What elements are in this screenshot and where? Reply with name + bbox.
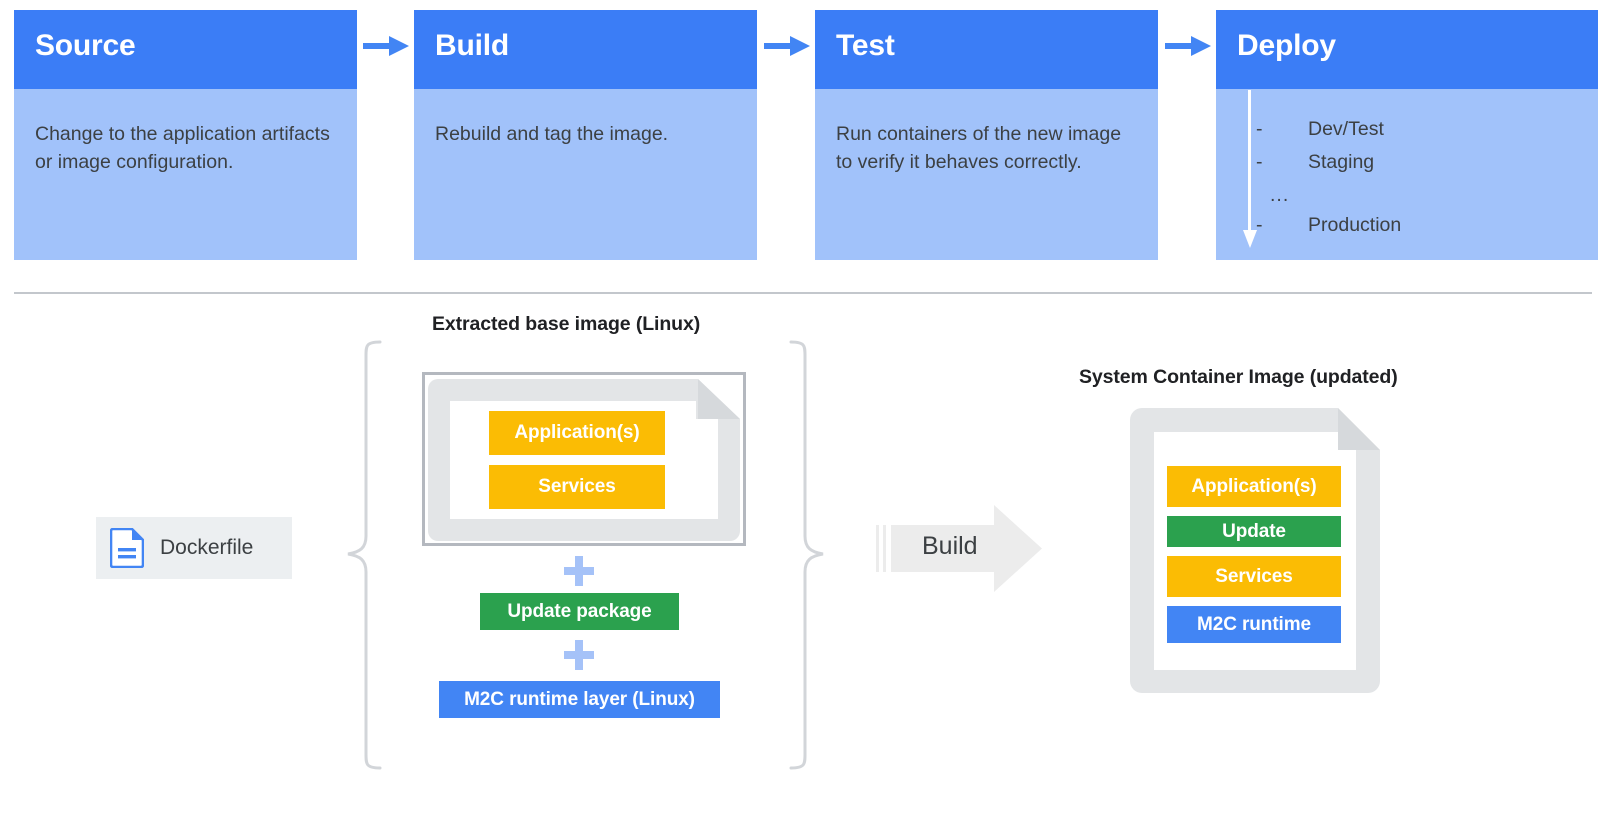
stage-header-build [414,10,757,89]
layer-application: Application(s) [489,411,665,455]
stage-title-source: Source [35,29,136,62]
list-item-label: Production [1308,214,1402,236]
result-layer-update: Update [1167,516,1341,547]
list-bullet: - [1256,151,1263,173]
list-bullet: - [1256,214,1263,236]
stage-header-source [14,10,357,89]
system-container-image-document-icon [1130,408,1380,693]
stage-card-test[interactable]: Test Run containers of the new image to … [815,10,1158,260]
section-divider [14,292,1592,294]
stage-title-deploy: Deploy [1237,29,1336,62]
layer-update-package: Update package [480,593,679,630]
stage-header-deploy [1216,10,1598,89]
list-item: - Production [1256,214,1402,249]
result-layer-services: Services [1167,556,1341,597]
stage-card-build[interactable]: Build Rebuild and tag the image. [414,10,757,260]
deploy-environment-list: - Dev/Test - Staging ... - Production [1256,118,1402,249]
arrow-right-icon [764,34,810,58]
arrow-right-icon [1165,34,1211,58]
stage-card-deploy[interactable]: Deploy - Dev/Test - Staging ... - Produc… [1216,10,1598,260]
list-item: - Staging [1256,151,1401,186]
stage-body-test: Run containers of the new image to verif… [836,123,1122,173]
arrow-right-block-icon [876,505,1042,592]
plus-icon [564,556,594,586]
base-image-selection-rect [422,372,746,546]
layer-m2c-runtime: M2C runtime layer (Linux) [439,681,720,718]
stage-title-build: Build [435,29,509,62]
caption-system-container-image: System Container Image (updated) [1079,366,1398,388]
result-layer-m2c-runtime: M2C runtime [1167,606,1341,643]
group-brace-left [346,340,382,775]
arrow-right-icon [363,34,409,58]
document-icon [109,527,145,569]
plus-icon [564,640,594,670]
list-item-label: Staging [1308,151,1375,173]
stage-card-source[interactable]: Source Change to the application artifac… [14,10,357,260]
stage-header-test [815,10,1158,89]
dockerfile-label: Dockerfile [160,536,254,559]
base-image-document-icon [428,379,740,541]
stage-body-build: Rebuild and tag the image. [435,123,669,145]
group-brace-right [789,340,825,775]
dockerfile-chip[interactable]: Dockerfile [96,517,292,579]
build-arrow-label: Build [922,532,978,560]
list-item-ellipsis: ... [1270,184,1290,206]
deploy-flow-arrow-icon [1242,90,1258,248]
result-layer-application: Application(s) [1167,466,1341,507]
stage-body-source: Change to the application artifacts or i… [35,123,330,173]
list-bullet: - [1256,118,1263,140]
layer-services: Services [489,465,665,509]
list-item: - Dev/Test [1256,118,1401,153]
stage-title-test: Test [836,29,895,62]
caption-extracted-base-image: Extracted base image (Linux) [432,313,701,335]
list-item-label: Dev/Test [1308,118,1384,140]
